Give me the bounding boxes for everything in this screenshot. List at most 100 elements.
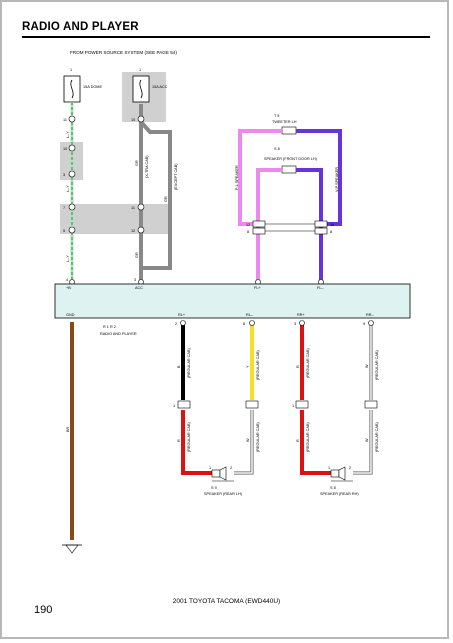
fl-top-num: 12 bbox=[246, 223, 250, 227]
label-ly-3: L–Y bbox=[66, 255, 70, 262]
conn-num-1: 11 bbox=[63, 118, 67, 122]
fuse-dome-element bbox=[70, 79, 74, 99]
rl-plus-num: 2 bbox=[175, 322, 177, 326]
wire-acc-xtra bbox=[139, 120, 172, 270]
fl-bot-num: 8 bbox=[247, 230, 249, 234]
rear-connector-boxes bbox=[177, 320, 378, 409]
label-reg-cab-2: (REGULAR CAB) bbox=[256, 350, 260, 380]
fuse-acc-element bbox=[139, 79, 143, 99]
pin-rl-minus: RL– bbox=[246, 313, 254, 317]
left-connectors bbox=[68, 115, 145, 285]
acc-num-3: 12 bbox=[131, 229, 135, 233]
label-br: BR bbox=[66, 426, 70, 432]
pin-plusb: +B bbox=[66, 286, 71, 290]
label-b: B bbox=[177, 365, 181, 368]
fuse-dome-pin: 1 bbox=[70, 68, 72, 72]
label-w-3: W bbox=[365, 438, 369, 442]
pin-gnd: GND bbox=[66, 313, 75, 317]
front-speaker-icon bbox=[281, 165, 297, 174]
wire-rl-plus-bottom bbox=[181, 410, 212, 475]
pin-rl-plus: RL+ bbox=[178, 313, 186, 317]
label-reg-cab-3: (REGULAR CAB) bbox=[306, 348, 310, 378]
wire-rr-minus-bottom-inner bbox=[353, 410, 372, 474]
radio-name: RADIO AND PLAYER bbox=[100, 332, 137, 336]
label-gr-1: GR bbox=[135, 160, 139, 166]
source-note: FROM POWER SOURCE SYSTEM (SEE PAGE 54) bbox=[70, 50, 177, 55]
rl-minus-num: 8 bbox=[243, 322, 245, 326]
label-w-2: W bbox=[246, 438, 250, 442]
acc-num-2: 11 bbox=[131, 206, 135, 210]
label-reg-cab-7: (REGULAR CAB) bbox=[306, 422, 310, 452]
pin-fl-minus: FL– bbox=[317, 286, 324, 290]
label-r-1: R bbox=[296, 365, 300, 368]
tweeter-label: TWEETER LH bbox=[272, 120, 297, 124]
fr-bot-num: 8 bbox=[330, 230, 332, 234]
rear-lh-pin1: 1 bbox=[209, 466, 211, 470]
fr-top-num: 16 bbox=[330, 223, 334, 227]
rr-plus-num: 3 bbox=[294, 322, 296, 326]
rear-rh-pin1: 1 bbox=[328, 466, 330, 470]
conn-num-4: 7 bbox=[63, 206, 65, 210]
tweeter-lh-icon bbox=[281, 126, 297, 135]
rear-rh-code: S 8 bbox=[330, 486, 336, 490]
footer: 2001 TOYOTA TACOMA (EWD440U) bbox=[172, 598, 281, 605]
rear-lh-pin2: 2 bbox=[230, 466, 232, 470]
pin-rr-plus: RR+ bbox=[297, 313, 305, 317]
label-reg-cab-8: (REGULAR CAB) bbox=[375, 422, 379, 452]
front-speaker-label: SPEAKER (FRONT DOOR LH) bbox=[264, 157, 318, 161]
label-y: Y bbox=[246, 365, 250, 368]
pin-fl-plus: FL+ bbox=[254, 286, 261, 290]
label-r-2: R bbox=[177, 439, 181, 442]
title-rule bbox=[22, 36, 430, 38]
conn-num-2: 10 bbox=[63, 147, 67, 151]
conn-num-6: 4 bbox=[66, 278, 68, 282]
label-except-cab: (EXCEPT CAB) bbox=[174, 163, 178, 190]
conn-num-5: 5 bbox=[63, 229, 65, 233]
page-title: RADIO AND PLAYER bbox=[22, 21, 139, 33]
label-r-3: R bbox=[296, 439, 300, 442]
front-speaker-code: S 8 bbox=[274, 147, 280, 151]
ground-icon bbox=[62, 544, 82, 554]
label-reg-cab-1: (REGULAR CAB) bbox=[187, 348, 191, 378]
label-reg-cab-6: (REGULAR CAB) bbox=[256, 422, 260, 452]
rear-rh-label: SPEAKER (REAR RH) bbox=[320, 492, 359, 496]
fuse-acc-pin: 1 bbox=[139, 68, 141, 72]
acc-num-1: 10 bbox=[131, 118, 135, 122]
radio-codes: R 1 R 2 bbox=[103, 325, 116, 329]
label-xtra-cab: (X-TRA CAB) bbox=[145, 155, 149, 178]
label-vp-speaker: V-P SPEAKER bbox=[335, 167, 339, 192]
rr-minus-num: 9 bbox=[363, 322, 365, 326]
wire-fl-minus-front bbox=[296, 168, 323, 224]
rear-lh-speaker-icon bbox=[211, 466, 234, 482]
radio-body bbox=[54, 283, 411, 319]
tweeter-code: T 5 bbox=[274, 114, 279, 118]
label-pl-speaker: P-L SPEAKER bbox=[235, 165, 239, 190]
rear-rh-pin2: 2 bbox=[349, 466, 351, 470]
label-reg-cab-5: (REGULAR CAB) bbox=[187, 422, 191, 452]
acc-num-4: 3 bbox=[134, 278, 136, 282]
connector-block-b bbox=[60, 204, 170, 234]
label-gr-2: GR bbox=[164, 196, 168, 202]
page-number: 190 bbox=[34, 604, 53, 616]
wire-rr-plus-bottom bbox=[300, 410, 331, 475]
wire-fl-plus-tweeter bbox=[238, 129, 282, 282]
fuse-dome-label: 15A DOME bbox=[83, 85, 102, 89]
rl-box-num: 1 bbox=[173, 404, 175, 408]
label-reg-cab-4: (REGULAR CAB) bbox=[375, 350, 379, 380]
fl-connector-boxes bbox=[252, 220, 328, 285]
wire-fl-minus-tweeter bbox=[296, 129, 342, 282]
label-gr-3: GR bbox=[135, 252, 139, 258]
rr-box-num: 1 bbox=[292, 404, 294, 408]
wire-fl-plus-front bbox=[256, 168, 282, 224]
rear-lh-label: SPEAKER (REAR LH) bbox=[204, 492, 243, 496]
rear-rh-speaker-icon bbox=[330, 466, 353, 482]
rear-lh-code: S 9 bbox=[211, 486, 217, 490]
conn-num-3: 3 bbox=[63, 173, 65, 177]
label-ly-1: L–Y bbox=[66, 131, 70, 138]
fuse-acc-label: 15A ACC bbox=[152, 85, 168, 89]
wire-rl-minus-bottom-inner bbox=[234, 410, 253, 474]
label-w-1: W bbox=[365, 364, 369, 368]
pin-acc: ACC bbox=[135, 286, 143, 290]
